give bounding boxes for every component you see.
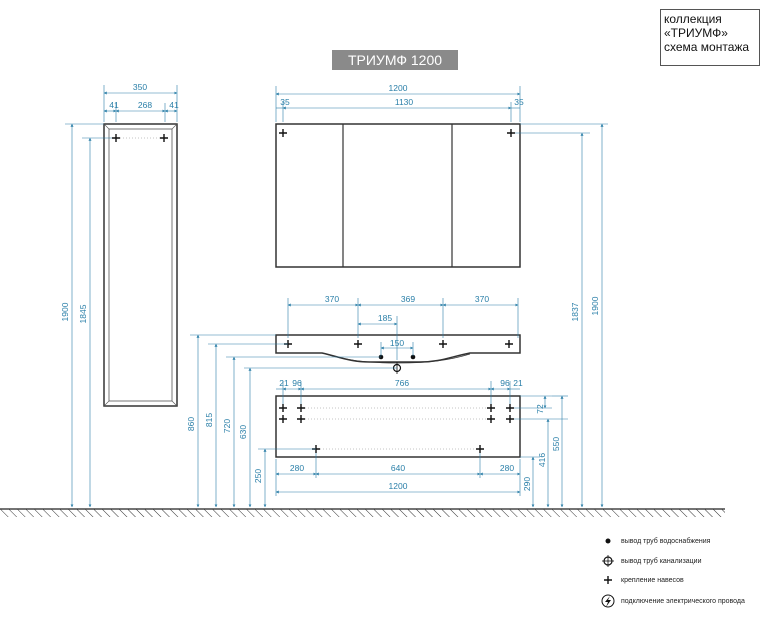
sink-center-label: 150 [390,338,404,348]
collection-label: коллекция [664,12,722,26]
sink-half-label: 185 [378,313,392,323]
cross-icon [279,129,287,137]
cross-icon [279,415,287,423]
dot-icon [410,354,416,360]
collection-info-box: коллекция «ТРИУМФ» схема монтажа [660,9,760,66]
cross-icon [487,415,495,423]
cross-icon [487,404,495,412]
legend-label-electric: подключение электрического провода [621,598,745,605]
column-left-margin-label: 41 [109,100,119,110]
base-right-top-label: 72 [535,404,545,414]
scheme-label: схема монтажа [664,40,750,54]
cross-icon [112,134,120,142]
height-630-label: 630 [238,425,248,439]
column-width-label: 350 [133,82,147,92]
base-bottom-right-label: 280 [500,463,514,473]
column-inner-label: 268 [138,100,152,110]
electric-icon [601,594,615,608]
base-inner-label: 766 [395,378,409,388]
dot-icon [605,538,611,544]
base-right-b-label: 96 [500,378,510,388]
cross-icon [506,415,514,423]
mirror-left-margin-label: 35 [280,97,290,107]
height-416-label: 416 [537,453,547,467]
sink-mid-seg-label: 369 [401,294,415,304]
column-right-margin-label: 41 [169,100,179,110]
legend-label-hinge: крепление навесов [621,577,684,584]
column-height-total-label: 1900 [60,302,70,321]
column-dims [65,85,178,508]
floor [0,508,725,517]
mirror-height-total-label: 1900 [590,296,600,315]
mirror-width-label: 1200 [389,83,408,93]
left-height-dims [190,334,397,508]
sink-right-seg-label: 370 [475,294,489,304]
cross-icon [279,404,287,412]
height-815-label: 815 [204,413,214,427]
height-860-label: 860 [186,417,196,431]
mirror-inner-label: 1130 [395,97,414,107]
column-height-mount-label: 1845 [78,304,88,323]
cross-icon [507,129,515,137]
cross-icon [297,404,305,412]
cross-icon [439,340,447,348]
mirror-height-mount-label: 1837 [570,302,580,321]
model-title-badge: ТРИУМФ 1200 [332,50,458,70]
base-cabinet [275,395,521,458]
cross-icon [505,340,513,348]
height-550-label: 550 [551,437,561,451]
cross-icon [604,576,612,584]
cross-icon [297,415,305,423]
legend: вывод труб водоснабжения вывод труб кана… [601,537,745,608]
legend-label-water: вывод труб водоснабжения [621,537,711,545]
sink-dims [287,298,519,360]
height-250-label: 250 [253,469,263,483]
base-left-a-label: 21 [279,378,289,388]
height-720-label: 720 [222,419,232,433]
column-cabinet [103,123,178,407]
sink-left-seg-label: 370 [325,294,339,304]
cross-icon [506,404,514,412]
base-right-a-label: 21 [513,378,523,388]
collection-name: «ТРИУМФ» [664,26,728,40]
mirror-dims [275,86,608,508]
cross-icon [160,134,168,142]
base-bottom-mid-label: 640 [391,463,405,473]
base-left-b-label: 96 [292,378,302,388]
height-290-label: 290 [522,477,532,491]
legend-label-drain: вывод труб канализации [621,557,702,565]
base-dims [275,381,552,496]
mirror-right-margin-label: 35 [514,97,524,107]
cross-icon [476,445,484,453]
base-bottom-left-label: 280 [290,463,304,473]
base-width-label: 1200 [389,481,408,491]
right-height-dims [514,395,568,508]
cross-icon [354,340,362,348]
mirror-cabinet [275,123,521,268]
